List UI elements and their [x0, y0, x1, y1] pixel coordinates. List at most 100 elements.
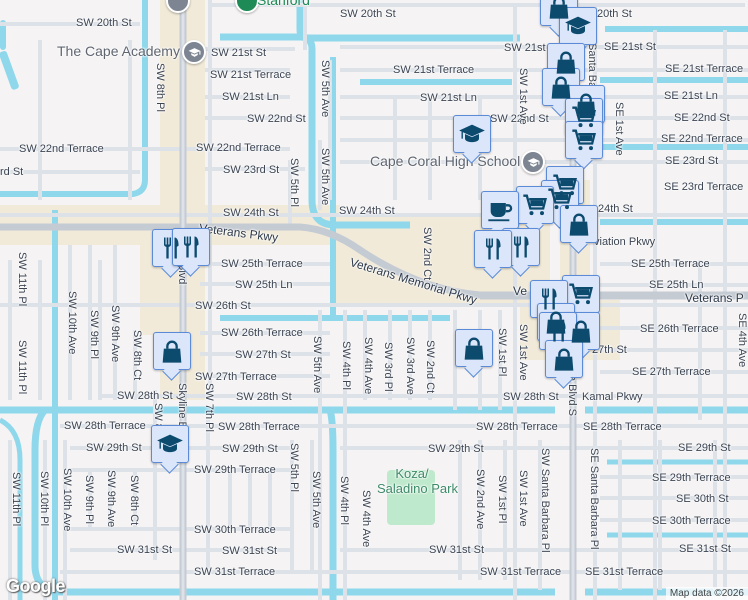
- marker-grocery[interactable]: [562, 275, 600, 313]
- marker-shopping[interactable]: [537, 303, 575, 341]
- marker-shopping[interactable]: [562, 312, 600, 350]
- street-label: SW 22nd St: [247, 113, 306, 125]
- marker-shopping[interactable]: [153, 332, 191, 370]
- shopping-bag-icon: [464, 337, 484, 360]
- street-label: SW 11th Pl: [16, 252, 28, 307]
- park-area: [387, 470, 435, 525]
- street-label: SW 8th Ct: [131, 330, 143, 381]
- shopping-bag-icon: [554, 348, 574, 371]
- street-label: 27th St: [592, 344, 627, 356]
- street-label: SE 22nd St: [674, 112, 730, 124]
- street-label: SW 28th Terrace: [218, 421, 300, 433]
- street-label: SW 7th Pl: [203, 383, 215, 432]
- shopping-bag-icon: [569, 213, 589, 236]
- street-label: SE Santa Barbara Pl: [588, 448, 600, 550]
- marker-school[interactable]: [559, 7, 597, 45]
- marker-grocery[interactable]: [565, 121, 603, 159]
- street-label: SW 31st Terrace: [480, 566, 562, 578]
- marker-school[interactable]: [151, 425, 189, 463]
- marker-shopping[interactable]: [542, 68, 580, 106]
- poi-label-park[interactable]: Koza/ Saladino Park: [377, 466, 458, 496]
- street-label: SE 4th Ave: [736, 313, 748, 368]
- street-label: SE 25th Ln: [649, 279, 704, 291]
- street-label: SW 8th Pl: [154, 63, 166, 112]
- street-label: SE 25th Terrace: [631, 258, 710, 270]
- fork-knife-icon: [486, 238, 501, 260]
- map-attribution[interactable]: Map data ©2026: [665, 587, 748, 600]
- street-label: SE 22nd Terrace: [661, 133, 743, 145]
- marker-shopping[interactable]: [547, 43, 585, 81]
- marker-grocery[interactable]: [516, 186, 554, 224]
- street-label: SW 5th Ave: [319, 148, 331, 206]
- shopping-bag-icon: [549, 0, 569, 19]
- street-label: Veterans P: [685, 291, 744, 305]
- marker-restaurant[interactable]: [152, 229, 190, 267]
- marker-grocery[interactable]: [565, 98, 603, 136]
- street-label: SW 1st Pl: [496, 475, 508, 524]
- marker-grocery[interactable]: [541, 180, 579, 218]
- street-label: SW 28th St: [236, 391, 292, 403]
- street-label: SW Santa Barbara Pl: [539, 448, 551, 553]
- google-logo[interactable]: Google: [6, 576, 66, 596]
- marker-shopping[interactable]: [545, 340, 583, 378]
- street-label: SW 2nd Ave: [474, 469, 486, 530]
- street-label: SW 22nd St: [490, 113, 549, 125]
- street-label: SW 3rd Pl: [382, 342, 394, 392]
- marker-cafe[interactable]: [481, 191, 519, 229]
- street-label: SW 20th St: [340, 8, 396, 20]
- shopping-cart-icon: [572, 129, 596, 151]
- shopping-bag-icon: [556, 51, 576, 74]
- shopping-cart-icon: [572, 106, 596, 128]
- graduation-cap-icon: [459, 124, 485, 143]
- street-label: Santa Ba: [586, 43, 598, 89]
- street-label: SW 21st St: [504, 42, 560, 54]
- street-label: SW 8th Ct: [128, 475, 140, 526]
- street-label: SW 11th Pl: [10, 472, 22, 527]
- marker-restaurant[interactable]: [502, 228, 540, 266]
- street-label: SW 21st Ln: [420, 92, 477, 104]
- cape-academy-school-icon[interactable]: [182, 40, 206, 64]
- street-label: viation Pkwy: [594, 236, 656, 248]
- street-label: SW 29th St: [86, 442, 142, 454]
- street-label: SW 4th Ave: [362, 337, 374, 395]
- shopping-bag-icon: [571, 320, 591, 343]
- street-label: SW 1st Ave: [517, 470, 529, 527]
- street-label: SW 21st Terrace: [393, 64, 475, 76]
- shopping-bag-icon: [162, 340, 182, 363]
- street-label: SE 23rd St: [665, 155, 719, 167]
- marker-restaurant[interactable]: [172, 228, 210, 266]
- fork-knife-icon: [551, 320, 566, 342]
- street-label: SW 31st Terrace: [194, 566, 276, 578]
- poi-label-cape-coral-high[interactable]: Cape Coral High School: [370, 153, 521, 169]
- cape-coral-high-school-icon[interactable]: [521, 150, 545, 174]
- marker-school[interactable]: [453, 115, 491, 153]
- street-label: SW 30th Terrace: [194, 524, 276, 536]
- street-label: SW 27th Terrace: [195, 371, 277, 383]
- marker-shopping[interactable]: [455, 329, 493, 367]
- street-label: SW 2nd Ct: [424, 340, 436, 394]
- street-label: SW 4th Ave: [360, 490, 372, 548]
- street-label: SW 10th Ave: [61, 468, 73, 532]
- street-label: SW 24th St: [339, 205, 395, 217]
- street-label: Kamal Pkwy: [582, 391, 643, 403]
- street-label: SW 29th St: [428, 443, 484, 455]
- fork-knife-icon: [164, 237, 179, 259]
- graduation-cap-icon: [157, 434, 183, 453]
- street-label: SW 5th Pl: [288, 443, 300, 492]
- street-label: SW 29th Terrace: [194, 464, 276, 476]
- street-label: SW 28th St: [117, 390, 173, 402]
- marker-restaurant[interactable]: [474, 230, 512, 268]
- street-label: SW 4th Pl: [338, 476, 350, 525]
- street-label: SE 29th St: [678, 442, 731, 454]
- street-label: 24th St: [598, 203, 633, 215]
- street-label: SE 31st St: [679, 543, 731, 555]
- street-label: SW 21st St: [211, 47, 267, 59]
- marker-shopping[interactable]: [560, 205, 598, 243]
- street-label: SW 4th Pl: [340, 341, 352, 390]
- coffee-cup-icon: [488, 203, 513, 222]
- poi-label-cape-academy[interactable]: The Cape Academy: [57, 43, 180, 59]
- street-label: SW 31st St: [429, 544, 485, 556]
- street-label: SW 29th St: [222, 443, 278, 455]
- poi-label-stanford[interactable]: Stanford: [257, 0, 310, 8]
